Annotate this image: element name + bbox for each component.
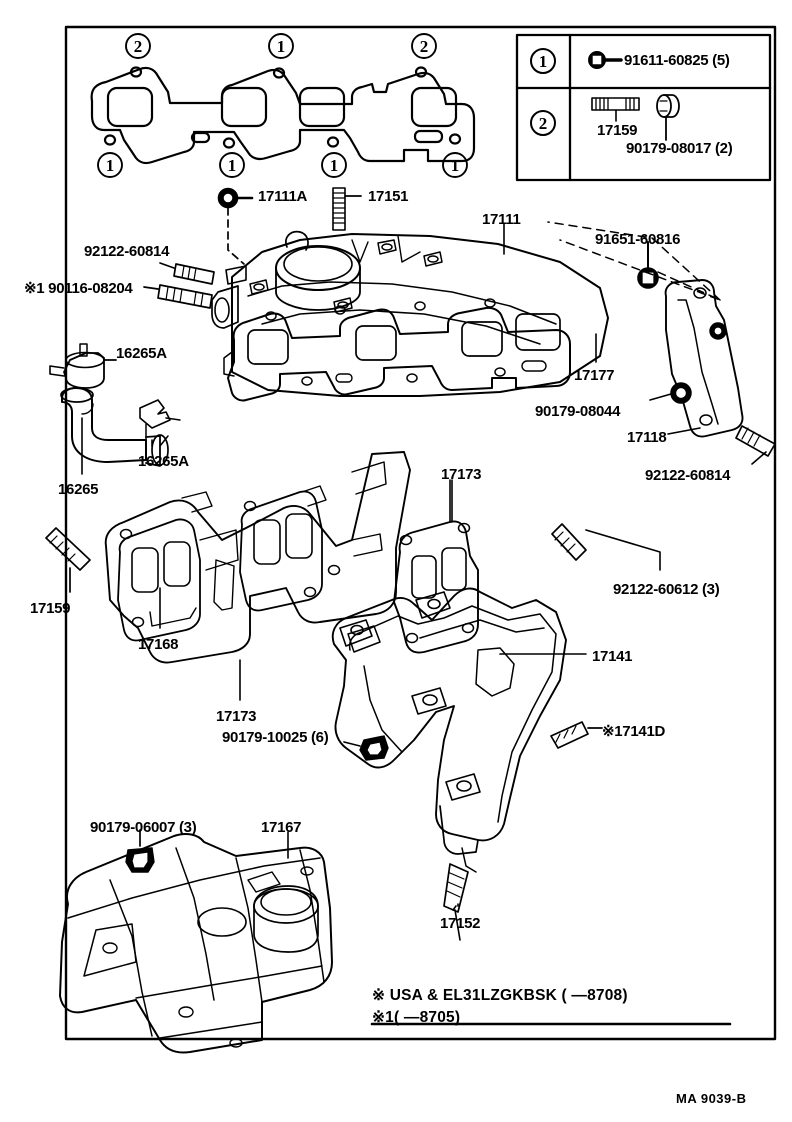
label-16265A-upper: 16265A <box>116 345 167 362</box>
legend-callout-2: 2 <box>530 110 556 136</box>
svg-text:1: 1 <box>277 37 286 56</box>
gasket-callout-bottom-2: 1 <box>219 152 245 178</box>
bolt-17141D-icon <box>550 721 603 749</box>
stud-17159-icon <box>45 527 91 593</box>
top-gasket-drawing: 2 1 2 1 1 1 <box>90 33 476 178</box>
label-17111: 17111 <box>482 211 521 228</box>
gasket-callout-bottom-3: 1 <box>321 152 347 178</box>
gasket-callout-top-3: 2 <box>411 33 437 59</box>
bracket-17118-drawing <box>649 279 744 438</box>
bolt-92122-60814-lower-icon <box>735 425 776 465</box>
label-16265: 16265 <box>58 481 99 498</box>
legend-part-number-2: 90179-08017 (2) <box>626 140 733 157</box>
sheet-frame <box>64 25 777 1041</box>
label-17152: 17152 <box>440 915 481 932</box>
footnote-line-1: ※ USA & EL31LZGKBSK ( —8708) <box>372 987 628 1004</box>
legend-part-number-1: 91611-60825 (5) <box>624 52 730 69</box>
label-17118: 17118 <box>627 429 667 446</box>
label-17111A: 17111A <box>258 188 308 205</box>
stud-icon <box>591 97 640 122</box>
svg-text:1: 1 <box>106 156 115 175</box>
label-17151: 17151 <box>368 188 409 205</box>
sheet-reference-code: MA 9039-B <box>676 1091 747 1106</box>
svg-text:1: 1 <box>539 52 548 71</box>
nut-icon <box>656 94 680 141</box>
gasket-callout-bottom-4: 1 <box>442 152 468 178</box>
valve-16265A-drawing <box>49 343 117 389</box>
label-17177: 17177 <box>574 367 615 384</box>
plug-17111A-icon <box>217 187 254 265</box>
clamp-16265A-icon <box>139 399 181 447</box>
label-17141: 17141 <box>592 648 633 665</box>
heat-insulator-17167-drawing <box>59 833 333 1054</box>
bolt-head-icon <box>588 51 623 69</box>
bolt-90116-08204-icon <box>143 284 213 309</box>
gasket-callout-bottom-1: 1 <box>97 152 123 178</box>
label-17173-lower: 17173 <box>216 708 257 725</box>
label-91651-60816: 91651-60816 <box>595 231 681 248</box>
label-17168: 17168 <box>138 636 179 653</box>
boss-icon <box>709 322 727 340</box>
stud-17152-icon <box>443 863 469 941</box>
label-17167: 17167 <box>261 819 302 836</box>
legend-label-17159: 17159 <box>597 122 638 139</box>
label-90179-06007: 90179-06007 (3) <box>90 819 197 836</box>
legend-table: 1 2 <box>515 33 772 182</box>
leader-lines <box>81 223 597 907</box>
svg-text:2: 2 <box>539 114 548 133</box>
label-92122-60612: 92122-60612 (3) <box>613 581 720 598</box>
hose-16265-drawing <box>60 387 169 467</box>
gasket-17173-drawing <box>393 479 479 654</box>
svg-text:1: 1 <box>330 156 339 175</box>
bolt-92122-60612-icon <box>551 523 661 571</box>
gasket-callout-top-1: 2 <box>125 33 151 59</box>
svg-text:2: 2 <box>134 37 143 56</box>
nut-90179-06007-icon <box>125 829 155 873</box>
svg-text:1: 1 <box>228 156 237 175</box>
exhaust-manifold-17141-drawing <box>331 587 567 873</box>
intake-manifold-drawing <box>211 230 609 402</box>
nut-90179-10025-icon <box>343 735 389 761</box>
footnote-line-2: ※1( —8705) <box>372 1009 461 1026</box>
legend-callout-1: 1 <box>530 48 556 74</box>
exhaust-manifold-17168-drawing <box>104 451 411 664</box>
stud-17151-icon <box>332 187 362 231</box>
label-90179-10025: 90179-10025 (6) <box>222 729 329 746</box>
svg-text:2: 2 <box>420 37 429 56</box>
label-17173-upper: 17173 <box>441 466 482 483</box>
label-17159: 17159 <box>30 600 71 617</box>
gasket-callout-top-2: 1 <box>268 33 294 59</box>
label-90116-08204: ※1 90116-08204 <box>24 280 133 297</box>
nut-90179-08044-icon <box>649 382 692 404</box>
label-92122-60814-upper: 92122-60814 <box>84 243 170 260</box>
svg-text:1: 1 <box>451 156 460 175</box>
label-17141D: ※17141D <box>602 723 666 740</box>
label-16265A-lower: 16265A <box>138 453 189 470</box>
bolt-92122-60814-upper-icon <box>159 262 215 285</box>
label-92122-60814-lower: 92122-60814 <box>645 467 731 484</box>
label-90179-08044: 90179-08044 <box>535 403 621 420</box>
